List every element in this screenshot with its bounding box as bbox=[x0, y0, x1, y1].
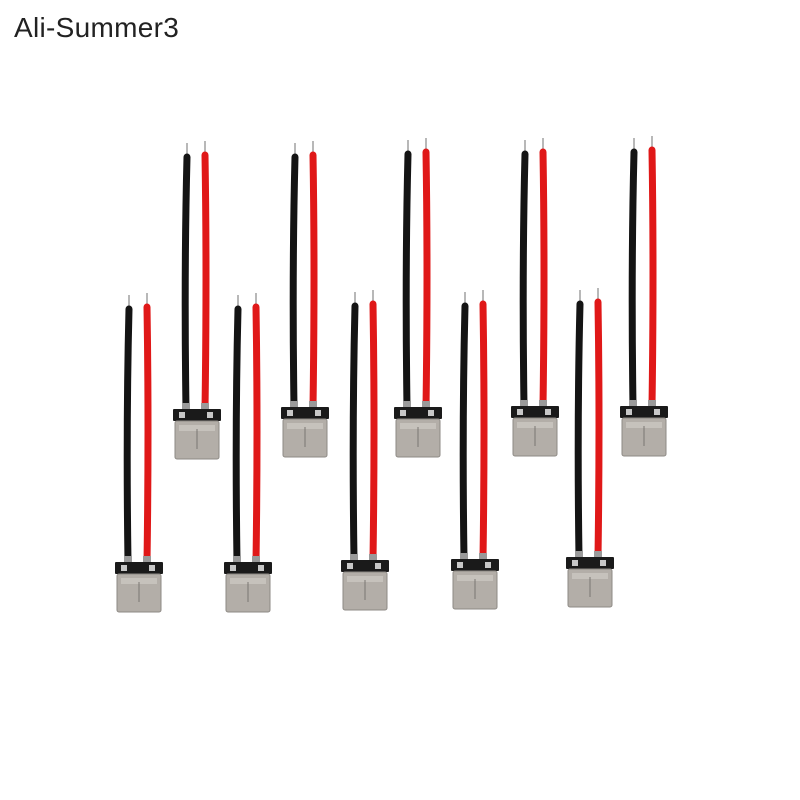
solder-pad bbox=[258, 565, 264, 571]
red-wire bbox=[594, 298, 603, 561]
shell-highlight bbox=[347, 576, 383, 582]
black-wire bbox=[289, 153, 299, 411]
solder-pin bbox=[539, 400, 547, 410]
solder-pin bbox=[201, 403, 209, 413]
solder-pin bbox=[350, 554, 358, 564]
usb-c-connector bbox=[620, 136, 668, 457]
solder-pad bbox=[287, 410, 293, 416]
usb-c-connector bbox=[224, 293, 272, 613]
store-watermark: Ali-Summer3 bbox=[14, 12, 180, 43]
solder-pin bbox=[648, 400, 656, 410]
black-wire bbox=[123, 305, 133, 566]
red-wire bbox=[309, 151, 318, 411]
shell-highlight bbox=[287, 423, 323, 429]
solder-pad bbox=[600, 560, 606, 566]
solder-pin bbox=[520, 400, 528, 410]
solder-pin bbox=[252, 556, 260, 566]
solder-pin bbox=[143, 556, 151, 566]
shell-highlight bbox=[517, 422, 553, 428]
usb-c-connector bbox=[115, 293, 163, 613]
shell-highlight bbox=[230, 578, 266, 584]
shell-highlight bbox=[121, 578, 157, 584]
black-wire bbox=[232, 305, 242, 566]
solder-pin bbox=[575, 551, 583, 561]
solder-pin bbox=[422, 401, 430, 411]
solder-pad bbox=[207, 412, 213, 418]
shell-highlight bbox=[457, 575, 493, 581]
solder-pad bbox=[428, 410, 434, 416]
usb-c-connector bbox=[394, 138, 442, 458]
solder-pad bbox=[457, 562, 463, 568]
black-wire bbox=[181, 153, 191, 413]
solder-pad bbox=[485, 562, 491, 568]
red-wire bbox=[369, 300, 378, 564]
red-wire bbox=[422, 148, 431, 411]
usb-c-connector bbox=[173, 141, 221, 460]
solder-pin bbox=[479, 553, 487, 563]
solder-pad bbox=[654, 409, 660, 415]
solder-pad bbox=[375, 563, 381, 569]
solder-pin bbox=[594, 551, 602, 561]
solder-pad bbox=[517, 409, 523, 415]
solder-pad bbox=[572, 560, 578, 566]
red-wire bbox=[539, 148, 548, 410]
red-wire bbox=[479, 300, 488, 563]
black-wire bbox=[402, 150, 412, 411]
shell-highlight bbox=[179, 425, 215, 431]
usb-c-connector bbox=[281, 141, 329, 458]
black-wire bbox=[574, 300, 584, 561]
shell-highlight bbox=[400, 423, 436, 429]
black-wire bbox=[628, 148, 638, 410]
solder-pad bbox=[347, 563, 353, 569]
solder-pad bbox=[121, 565, 127, 571]
black-wire bbox=[459, 302, 469, 563]
solder-pin bbox=[233, 556, 241, 566]
usb-c-connector bbox=[341, 290, 389, 611]
solder-pin bbox=[182, 403, 190, 413]
solder-pin bbox=[629, 400, 637, 410]
black-wire bbox=[519, 150, 529, 410]
solder-pin bbox=[369, 554, 377, 564]
solder-pin bbox=[290, 401, 298, 411]
solder-pin bbox=[460, 553, 468, 563]
solder-pin bbox=[309, 401, 317, 411]
solder-pad bbox=[545, 409, 551, 415]
red-wire bbox=[143, 303, 152, 566]
solder-pad bbox=[400, 410, 406, 416]
usb-c-connector bbox=[451, 290, 499, 610]
solder-pad bbox=[149, 565, 155, 571]
red-wire bbox=[201, 151, 210, 413]
usb-c-connector bbox=[566, 288, 614, 608]
black-wire bbox=[349, 302, 359, 564]
shell-highlight bbox=[626, 422, 662, 428]
usb-c-connector bbox=[511, 138, 559, 457]
solder-pad bbox=[230, 565, 236, 571]
red-wire bbox=[648, 146, 657, 410]
solder-pin bbox=[124, 556, 132, 566]
solder-pad bbox=[179, 412, 185, 418]
red-wire bbox=[252, 303, 261, 566]
solder-pin bbox=[403, 401, 411, 411]
shell-highlight bbox=[572, 573, 608, 579]
solder-pad bbox=[315, 410, 321, 416]
solder-pad bbox=[626, 409, 632, 415]
